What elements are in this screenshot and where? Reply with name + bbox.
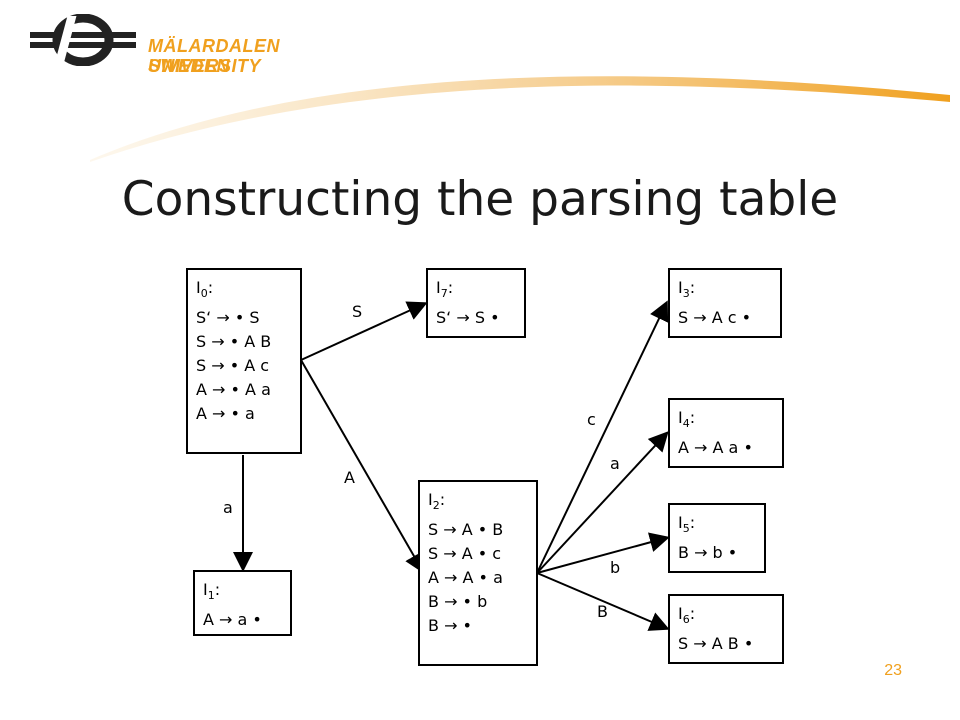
state-I0-item: A → • A a	[196, 380, 271, 400]
edge-arrow-2-3	[536, 300, 669, 574]
state-I2-label: I2:	[428, 490, 446, 513]
state-I0: I0: S‘ → • S S → • A B S → • A c A → • A…	[186, 268, 302, 454]
state-I6-item: S → A B •	[678, 634, 754, 654]
state-I2-item: S → A • c	[428, 544, 502, 564]
state-I3-label: I3:	[678, 278, 696, 301]
edge-label-0-2: A	[344, 468, 355, 487]
university-logo: MÄLARDALEN UNIVERSITY SWEDEN	[28, 14, 328, 76]
edge-label-2-4: a	[610, 454, 620, 473]
edge-arrow-2-6	[536, 572, 670, 631]
page-number: 23	[884, 662, 902, 679]
state-I4-label: I4:	[678, 408, 696, 431]
edge-label-2-3: c	[587, 410, 596, 429]
state-I6: I6: S → A B •	[668, 594, 784, 664]
state-I7-label: I7:	[436, 278, 454, 301]
state-I5-item: B → b •	[678, 543, 738, 563]
logo-mark-icon	[30, 14, 136, 66]
state-I0-item: A → • a	[196, 404, 255, 424]
state-I4-item: A → A a •	[678, 438, 753, 458]
logo-university-name: MÄLARDALEN UNIVERSITY	[148, 36, 280, 76]
edge-arrow-2-5	[536, 532, 670, 574]
edge-arrow-0-2	[300, 359, 424, 574]
edge-label-0-7: S	[352, 302, 363, 321]
edge-arrow-0-7	[300, 301, 428, 361]
state-I1: I1: A → a •	[193, 570, 292, 636]
state-I2-item: A → A • a	[428, 568, 503, 588]
state-I2-item: B → • b	[428, 592, 488, 612]
state-I7: I7: S‘ → S •	[426, 268, 526, 338]
state-I6-label: I6:	[678, 604, 696, 627]
state-I1-item: A → a •	[203, 610, 262, 630]
edge-label-0-1: a	[223, 498, 233, 517]
state-I2-item: S → A • B	[428, 520, 504, 540]
slide-title: Constructing the parsing table	[121, 172, 839, 227]
state-I3: I3: S → A c •	[668, 268, 782, 338]
state-I0-item: S → • A B	[196, 332, 272, 352]
state-I2: I2: S → A • B S → A • c A → A • a B → • …	[418, 480, 538, 666]
state-I0-item: S → • A c	[196, 356, 270, 376]
state-I5-label: I5:	[678, 513, 696, 536]
state-I0-item: S‘ → • S	[196, 308, 260, 328]
edge-label-2-5: b	[610, 558, 621, 577]
edge-label-2-6: B	[597, 602, 608, 621]
edge-arrow-2-4	[536, 431, 669, 574]
state-I4: I4: A → A a •	[668, 398, 784, 468]
state-I3-item: S → A c •	[678, 308, 752, 328]
state-I1-label: I1:	[203, 580, 221, 603]
logo-country: SWEDEN	[148, 56, 231, 76]
state-I5: I5: B → b •	[668, 503, 766, 573]
state-I2-item: B → •	[428, 616, 472, 636]
state-I7-item: S‘ → S •	[436, 308, 500, 328]
state-I0-label: I0:	[196, 278, 214, 301]
